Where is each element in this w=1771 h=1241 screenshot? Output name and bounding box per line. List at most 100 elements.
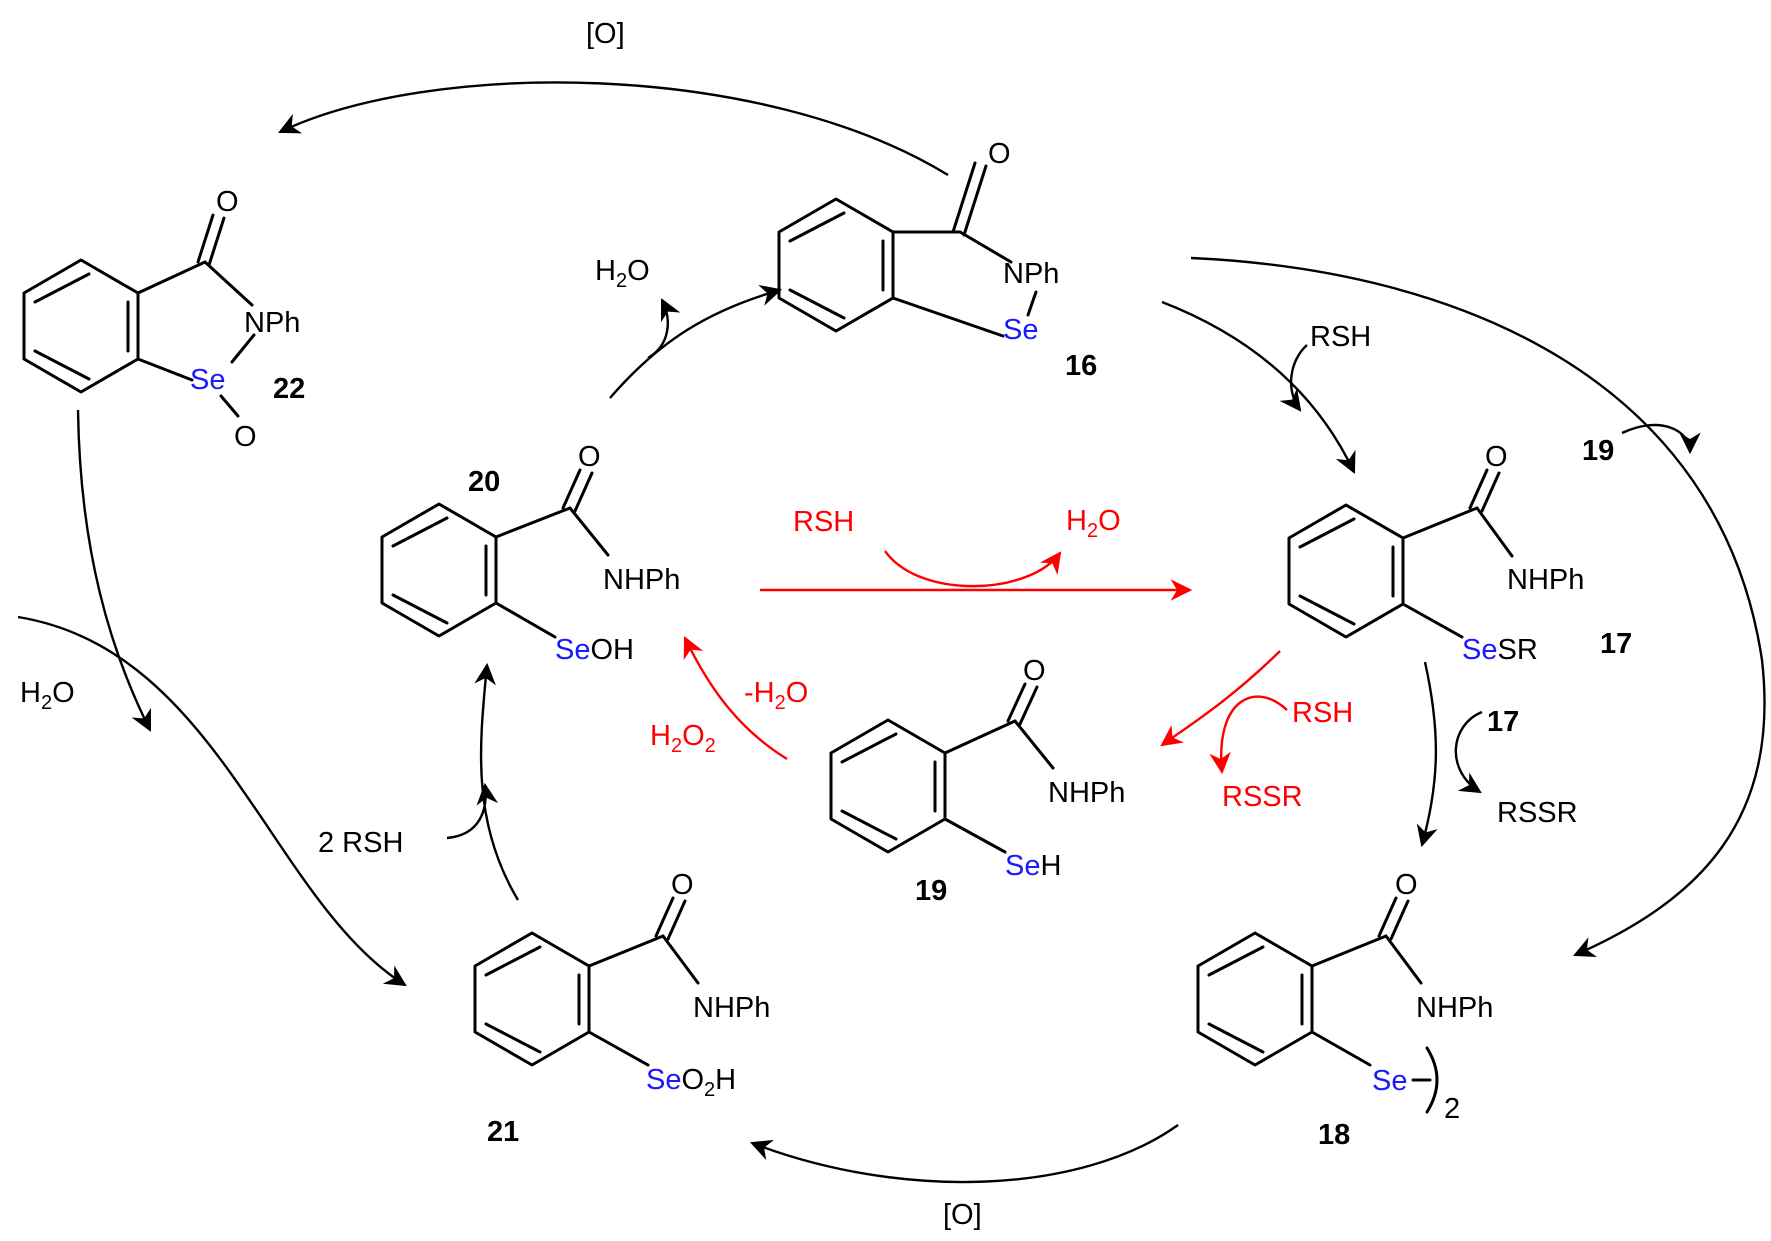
water-label-16-sub: 2 (616, 270, 627, 292)
water-label-16-tail: O (627, 255, 650, 287)
arrow-22-to-21-b (17, 615, 407, 987)
arrow-19-in (1621, 423, 1701, 455)
rsh-label-16-17: RSH (1310, 321, 1371, 353)
arrow-16-to-17 (1161, 300, 1356, 474)
compound-21: O NHPh SeO2H 21 (473, 869, 770, 1148)
compound-20-selenium: Se (555, 634, 590, 666)
red-rsh-top: RSH (793, 506, 854, 538)
compound-19-amide: NHPh (1048, 777, 1125, 809)
water-label-22-sub: 2 (41, 692, 52, 714)
compound-18-bonds (1196, 896, 1439, 1114)
red-rsh-mid: RSH (1292, 697, 1353, 729)
compound-22-bonds (22, 213, 256, 418)
red-arrows (683, 550, 1288, 775)
red-h2o2-main: H (650, 720, 671, 752)
compound-22-seo-oxygen: O (234, 421, 257, 453)
compound-20-bonds (380, 468, 610, 639)
compound-22-number: 22 (273, 373, 305, 405)
arrow-rsh-in (1279, 344, 1308, 412)
compound-19-tail: H (1040, 850, 1061, 882)
compound-17-tail: SR (1497, 634, 1537, 666)
reagent-19-label: 19 (1582, 435, 1614, 467)
arrow-17-to-18 (1416, 661, 1438, 848)
compound-19-bonds (829, 682, 1055, 854)
compound-21-seo2h: SeO2H (646, 1064, 736, 1101)
compound-18-oxygen: O (1395, 869, 1418, 901)
compound-16: O NPh Se 16 (777, 138, 1097, 382)
compound-22-oxygen: O (216, 186, 239, 218)
arrow-18-to-21 (749, 1124, 1179, 1184)
arrow-17-rssr (1454, 710, 1483, 794)
compound-20: O NHPh SeOH 20 (380, 441, 680, 666)
compound-16-number: 16 (1065, 350, 1097, 382)
compound-21-number: 21 (487, 1116, 519, 1148)
compound-17-number: 17 (1600, 628, 1632, 660)
red-h2o2-tail: O (682, 720, 705, 752)
compound-18-number: 18 (1318, 1119, 1350, 1151)
compound-20-oxygen: O (578, 441, 601, 473)
compound-20-seoh: SeOH (555, 634, 634, 666)
reagent-labels: [O] [O] H2O H2O RSH 19 17 RSSR 2 RSH RSH… (20, 18, 1614, 1231)
compound-18: O NHPh Se 2 18 (1196, 869, 1493, 1151)
compound-21-tail-sub: 2 (704, 1079, 715, 1101)
compound-19-selenium: Se (1005, 850, 1040, 882)
compound-17: O NHPh SeSR 17 (1287, 441, 1632, 666)
compound-17-oxygen: O (1485, 441, 1508, 473)
compound-16-bonds (777, 161, 1038, 338)
compound-19-oxygen: O (1023, 655, 1046, 687)
compound-20-tail: OH (590, 634, 634, 666)
compound-16-nitrogen: NPh (1003, 258, 1059, 290)
compound-19: O NHPh SeH 19 (829, 655, 1125, 907)
compound-20-amide: NHPh (603, 564, 680, 596)
red-water-top-main: H (1066, 505, 1087, 537)
red-rssr-mid: RSSR (1222, 781, 1303, 813)
compound-17-bonds (1287, 468, 1514, 639)
red-h2o2-sub: 2 (671, 735, 682, 757)
water-label-22: H2O (20, 677, 75, 714)
compound-16-oxygen: O (988, 138, 1011, 170)
compound-22: O NPh Se O 22 (22, 186, 305, 453)
arrow-21-to-20 (474, 662, 520, 901)
compound-21-tail-b: H (715, 1064, 736, 1096)
water-label-22-main: H (20, 677, 41, 709)
red-minus-water-main: -H (744, 677, 775, 709)
compound-16-selenium: Se (1003, 314, 1038, 346)
red-h2o2-sub2: 2 (705, 735, 716, 757)
arrow-red-mid-side (1209, 695, 1288, 775)
compound-21-selenium: Se (646, 1064, 681, 1096)
red-water-top-sub: 2 (1087, 520, 1098, 542)
compound-17-sesr: SeSR (1462, 634, 1538, 666)
reagent-17-label: 17 (1487, 706, 1519, 738)
compound-17-selenium: Se (1462, 634, 1497, 666)
rssr-label-17-18: RSSR (1497, 797, 1578, 829)
arrow-19-to-20-red (683, 636, 788, 761)
compound-21-bonds (473, 896, 700, 1067)
compound-18-selenium: Se (1372, 1065, 1407, 1097)
rsh-2-label: 2 RSH (318, 827, 403, 859)
compound-20-number: 20 (468, 466, 500, 498)
compound-18-multiplier: 2 (1444, 1093, 1460, 1125)
red-minus-water-tail: O (786, 677, 809, 709)
red-water-top-tail: O (1098, 505, 1121, 537)
compound-21-tail-a: O (681, 1064, 704, 1096)
arrow-red-top-side (884, 550, 1062, 588)
arrow-17-to-19-red (1160, 650, 1281, 747)
compound-17-amide: NHPh (1507, 564, 1584, 596)
red-minus-water-sub: 2 (775, 692, 786, 714)
water-label-16: H2O (595, 255, 650, 292)
compound-18-amide: NHPh (1416, 992, 1493, 1024)
compound-19-seh: SeH (1005, 850, 1061, 882)
arrow-2rsh-in (446, 782, 499, 840)
oxidant-bottom: [O] (943, 1199, 982, 1231)
compound-22-selenium: Se (190, 364, 225, 396)
arrow-water-release (647, 298, 681, 360)
black-arrows (17, 81, 1766, 1184)
red-minus-water: -H2O (744, 677, 808, 714)
arrow-20-to-16 (609, 284, 783, 399)
arrow-16-to-22 (278, 81, 949, 177)
water-label-16-main: H (595, 255, 616, 287)
compound-21-amide: NHPh (693, 992, 770, 1024)
arrow-16-to-18 (1190, 256, 1766, 958)
compound-21-oxygen: O (671, 869, 694, 901)
